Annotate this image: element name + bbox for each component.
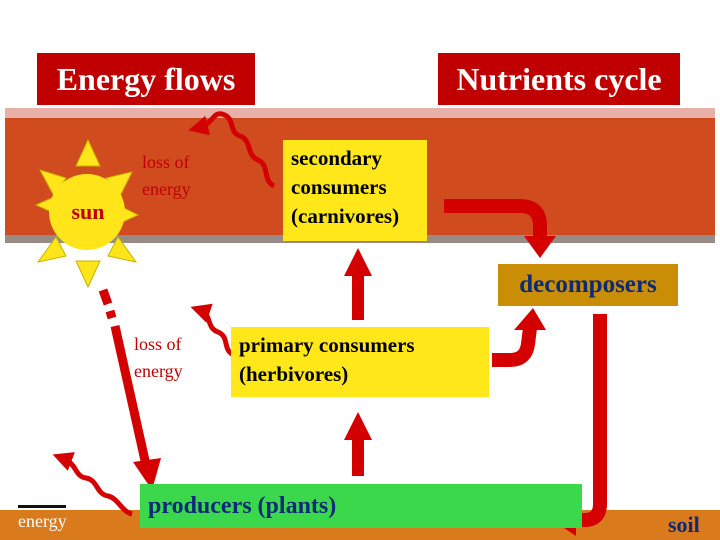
- loss-label-line: energy: [18, 511, 67, 531]
- producers-box: producers (plants): [140, 484, 582, 528]
- nutrients-cycle-title: Nutrients cycle: [438, 53, 680, 105]
- wavy-arrow-icon: [52, 452, 133, 517]
- secondary-consumers-box: secondary consumers (carnivores): [283, 140, 427, 241]
- wavy-arrow-icon: [188, 111, 276, 189]
- up-arrow-icon: [344, 412, 372, 476]
- box-text-line: (herbivores): [239, 362, 349, 386]
- soil-divider: [18, 505, 66, 508]
- loss-of-energy-label: loss of energy: [142, 149, 191, 203]
- loss-label-line: loss of: [18, 484, 66, 504]
- sunlight-arrow-icon: [98, 288, 161, 490]
- box-text-line: (carnivores): [291, 204, 400, 228]
- bent-arrow-icon: [492, 308, 546, 367]
- box-text-line: secondary: [291, 146, 382, 170]
- loss-of-energy-label: loss of energy: [134, 331, 183, 385]
- decomposers-box: decomposers: [498, 264, 678, 306]
- primary-consumers-box: primary consumers (herbivores): [231, 327, 489, 397]
- loss-label-line: loss of: [134, 334, 182, 354]
- box-text-line: consumers: [291, 175, 387, 199]
- energy-flows-title: Energy flows: [37, 53, 255, 105]
- soil-label: soil: [668, 512, 700, 537]
- loss-label-line: energy: [142, 179, 191, 199]
- sun-icon: [34, 138, 140, 289]
- wavy-arrow-icon: [190, 303, 236, 358]
- up-arrow-icon: [344, 248, 372, 320]
- sun-label: sun: [71, 199, 105, 224]
- loss-of-energy-label: loss of energy: [18, 481, 67, 535]
- loss-label-line: loss of: [142, 152, 190, 172]
- loss-label-line: energy: [134, 361, 183, 381]
- atmosphere-band-top: [5, 108, 715, 118]
- box-text-line: primary consumers: [239, 333, 415, 357]
- bent-arrow-icon: [444, 199, 556, 258]
